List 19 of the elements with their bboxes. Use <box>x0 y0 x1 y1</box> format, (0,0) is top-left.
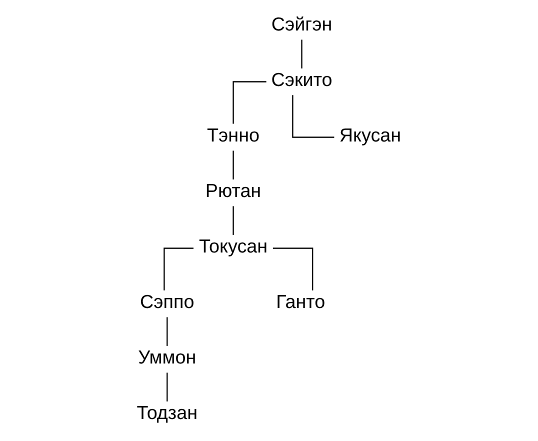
connector <box>232 150 234 180</box>
node-text: Сэппо <box>140 292 194 314</box>
node-text: Тодзан <box>136 403 198 424</box>
connector <box>292 95 334 138</box>
connector <box>166 372 168 402</box>
node-text: Сэйгэн <box>271 14 332 36</box>
node-text: Тэнно <box>207 126 260 147</box>
connector <box>164 248 194 290</box>
connector <box>232 81 266 124</box>
node-text: Уммон <box>138 348 196 369</box>
connector <box>232 206 234 235</box>
connector <box>272 248 314 290</box>
node-text: Рютан <box>205 181 262 202</box>
connector <box>166 317 168 346</box>
node-text: Якусан <box>339 126 402 147</box>
node-text: Ганто <box>276 292 326 314</box>
connector <box>301 40 302 68</box>
node-text: Сэкито <box>271 70 332 92</box>
node-text: Токусан <box>198 236 268 258</box>
